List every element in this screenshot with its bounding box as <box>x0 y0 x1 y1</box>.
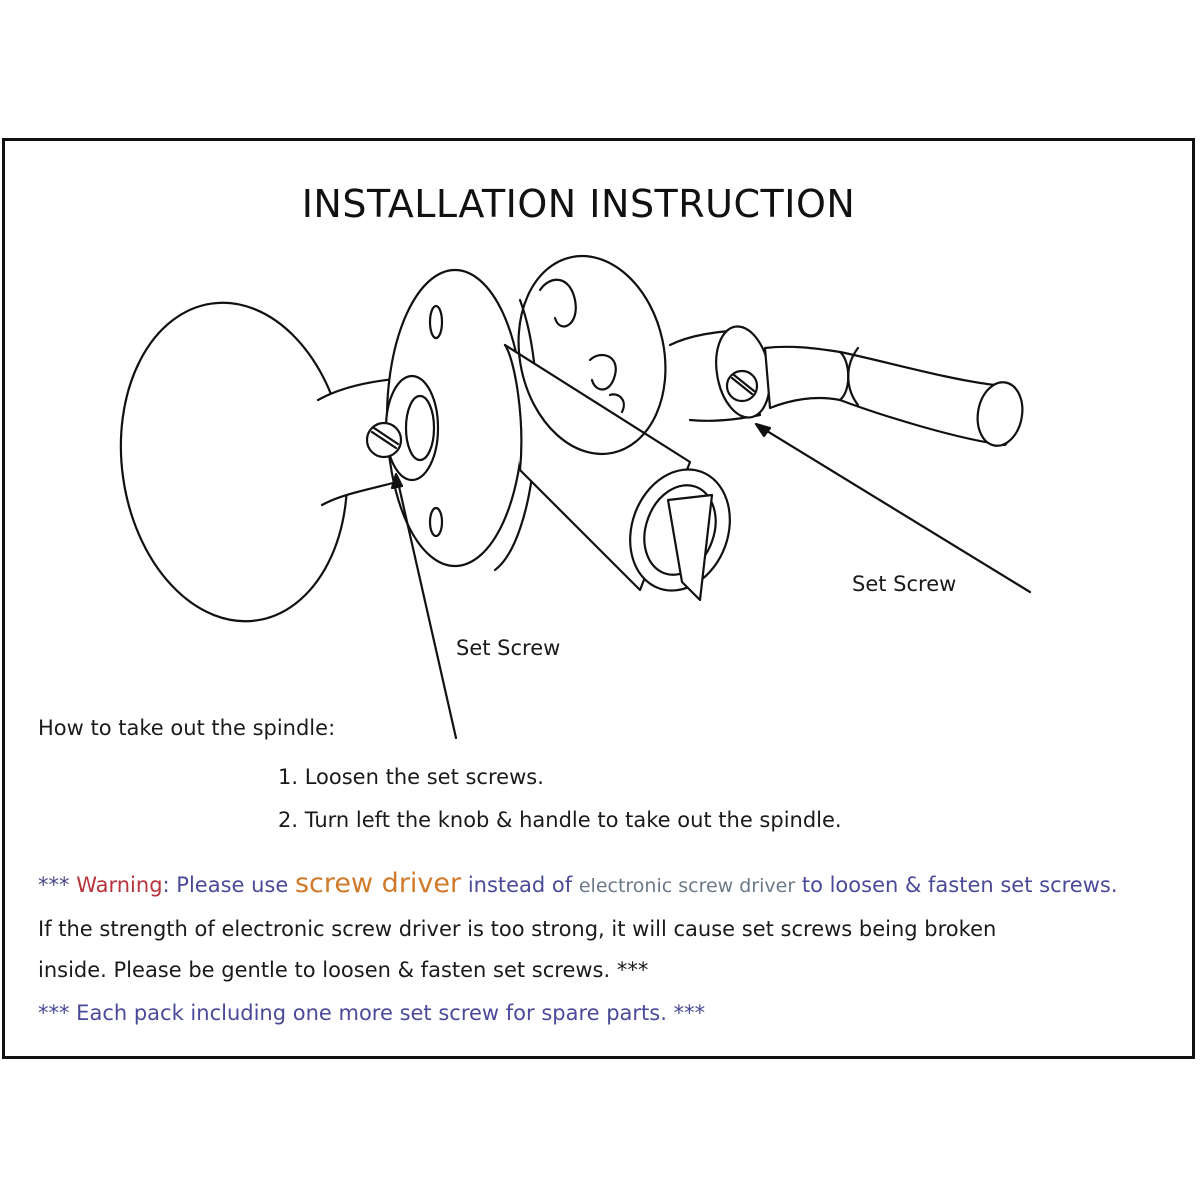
instruction-step-1: 1. Loosen the set screws. <box>278 765 544 789</box>
rosette-hole-top <box>428 304 444 340</box>
set-screw-label-right: Set Screw <box>852 572 957 596</box>
warning-electronic: electronic screw driver <box>578 875 796 897</box>
warning-emphasis: screw driver <box>294 868 462 899</box>
warning-text-2: instead of <box>467 873 573 897</box>
warning-line: *** Warning: Please use screw driver ins… <box>38 868 1118 899</box>
leader-line-left <box>396 480 458 740</box>
lever-handle <box>763 345 1017 447</box>
rosette-hole-bottom <box>428 506 444 538</box>
leader-line-right <box>760 426 1032 594</box>
instructions-heading: How to take out the spindle: <box>38 716 336 740</box>
spare-parts-note: *** Each pack including one more set scr… <box>38 1001 706 1025</box>
warning-detail-line-2: inside. Please be gentle to loosen & fas… <box>38 958 649 982</box>
warning-text-1: Please use <box>176 873 289 897</box>
warning-label: Warning <box>76 873 163 897</box>
warning-detail-line-1: If the strength of electronic screw driv… <box>38 917 997 941</box>
right-rosette <box>517 254 667 456</box>
warning-stars: *** <box>38 873 70 897</box>
instruction-step-2: 2. Turn left the knob & handle to take o… <box>278 808 842 832</box>
instruction-frame <box>2 138 1195 1059</box>
warning-text-3: to loosen & fasten set screws. <box>801 873 1118 897</box>
spindle-tip <box>666 493 714 602</box>
page-title: INSTALLATION INSTRUCTION <box>301 182 856 226</box>
set-screw-label-left: Set Screw <box>456 636 561 660</box>
warning-colon: : <box>162 873 170 897</box>
